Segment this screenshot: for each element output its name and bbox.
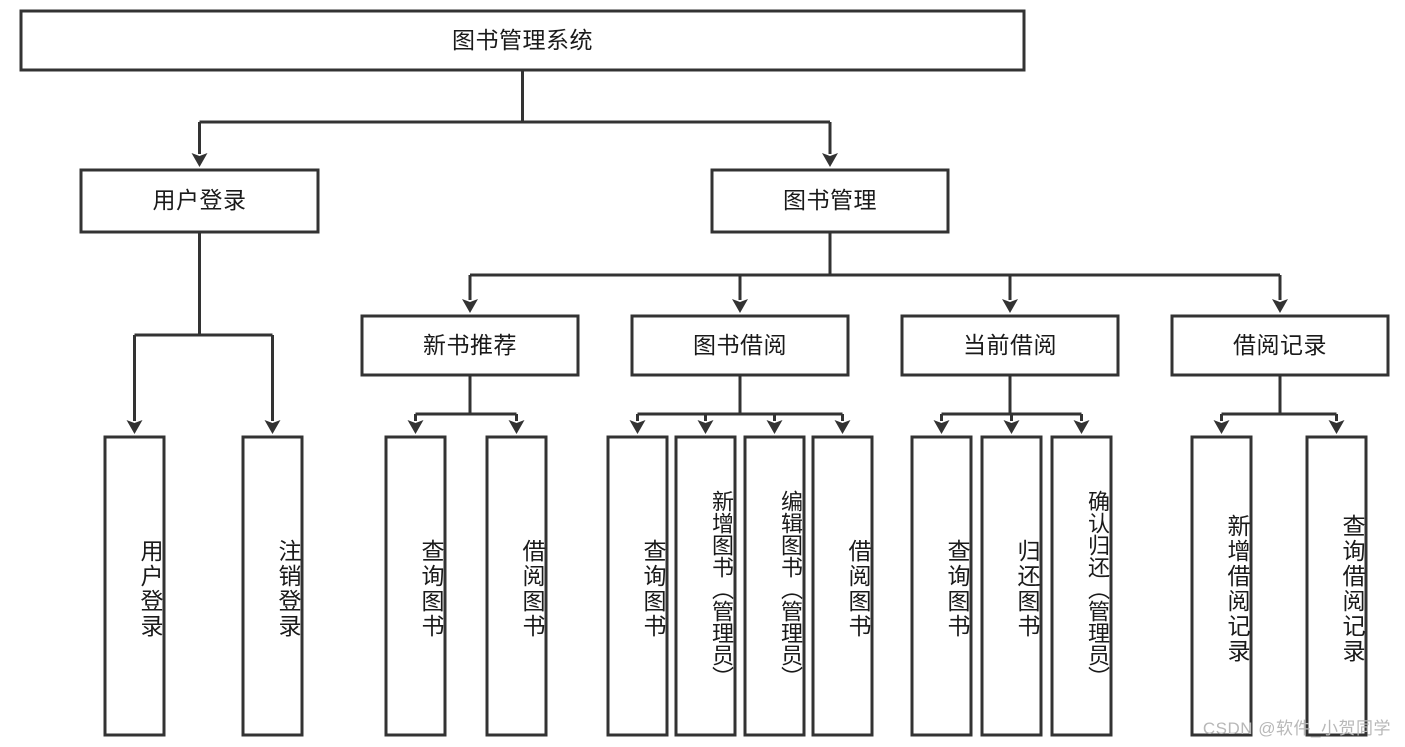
leaf-box-11[interactable] bbox=[1190, 435, 1253, 737]
leaf-box-7[interactable] bbox=[811, 435, 874, 737]
watermark-text: CSDN @软件_小贺同学 bbox=[1202, 719, 1391, 738]
leaf-box-6[interactable] bbox=[743, 435, 806, 737]
node-boxes bbox=[19, 9, 1390, 737]
leaf-box-10[interactable] bbox=[1050, 435, 1113, 737]
leaf-box-0[interactable] bbox=[103, 435, 166, 737]
leaf-box-3[interactable] bbox=[485, 435, 548, 737]
connector-lines bbox=[126, 70, 1345, 434]
leaf-box-4[interactable] bbox=[606, 435, 669, 737]
level1-box-0[interactable] bbox=[79, 168, 320, 234]
level2-box-2[interactable] bbox=[900, 314, 1120, 377]
leaf-box-1[interactable] bbox=[241, 435, 304, 737]
leaf-box-12[interactable] bbox=[1305, 435, 1368, 737]
leaf-box-2[interactable] bbox=[384, 435, 447, 737]
root-box-0[interactable] bbox=[19, 9, 1026, 72]
level2-box-0[interactable] bbox=[360, 314, 580, 377]
level2-box-1[interactable] bbox=[630, 314, 850, 377]
level1-box-1[interactable] bbox=[710, 168, 950, 234]
leaf-box-8[interactable] bbox=[910, 435, 973, 737]
level2-box-3[interactable] bbox=[1170, 314, 1390, 377]
leaf-box-9[interactable] bbox=[980, 435, 1043, 737]
leaf-box-5[interactable] bbox=[674, 435, 737, 737]
